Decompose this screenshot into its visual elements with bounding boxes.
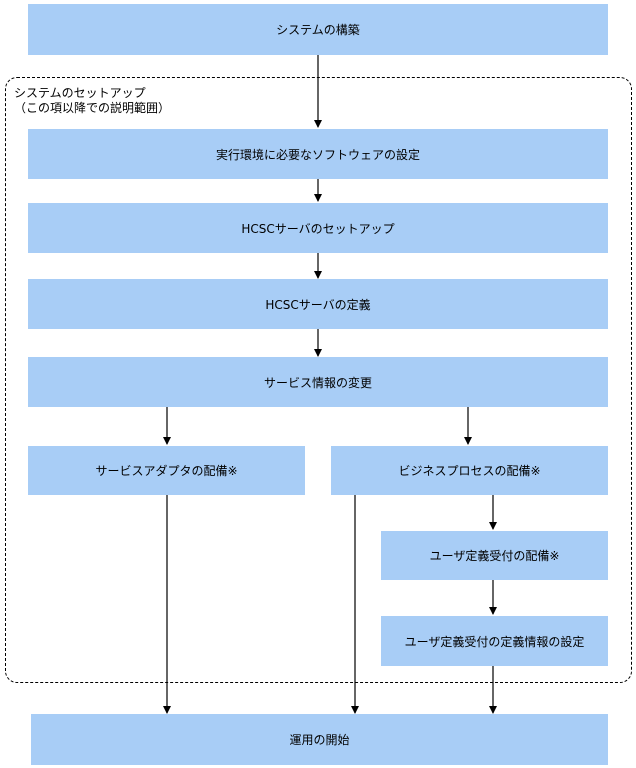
setup-scope-label: システムのセットアップ （この項以降での説明範囲） [14,86,170,116]
node-software-setup: 実行環境に必要なソフトウェアの設定 [28,129,608,179]
setup-scope-label-line1: システムのセットアップ [14,86,146,100]
node-user-def-info-label: ユーザ定義受付の定義情報の設定 [404,634,585,649]
setup-scope-label-line2: （この項以降での説明範囲） [14,101,171,115]
node-adapter-deploy-label: サービスアダプタの配備※ [95,464,238,478]
node-user-def-deploy: ユーザ定義受付の配備※ [381,531,608,580]
node-operation-start-label: 運用の開始 [289,733,350,747]
node-build-system: システムの構築 [28,4,608,55]
node-user-def-info: ユーザ定義受付の定義情報の設定 [381,616,608,666]
node-hcsc-define: HCSCサーバの定義 [28,279,608,329]
node-hcsc-define-label: HCSCサーバの定義 [265,297,371,312]
node-service-change: サービス情報の変更 [28,357,608,407]
node-hcsc-setup-label: HCSCサーバのセットアップ [241,221,395,236]
node-operation-start: 運用の開始 [31,714,608,765]
node-adapter-deploy: サービスアダプタの配備※ [28,446,305,495]
node-build-system-label: システムの構築 [276,23,360,37]
node-hcsc-setup: HCSCサーバのセットアップ [28,203,608,253]
node-bp-deploy-label: ビジネスプロセスの配備※ [398,464,541,478]
node-user-def-deploy-label: ユーザ定義受付の配備※ [429,549,560,563]
node-service-change-label: サービス情報の変更 [263,375,372,390]
node-software-setup-label: 実行環境に必要なソフトウェアの設定 [215,147,420,162]
node-bp-deploy: ビジネスプロセスの配備※ [331,446,608,495]
